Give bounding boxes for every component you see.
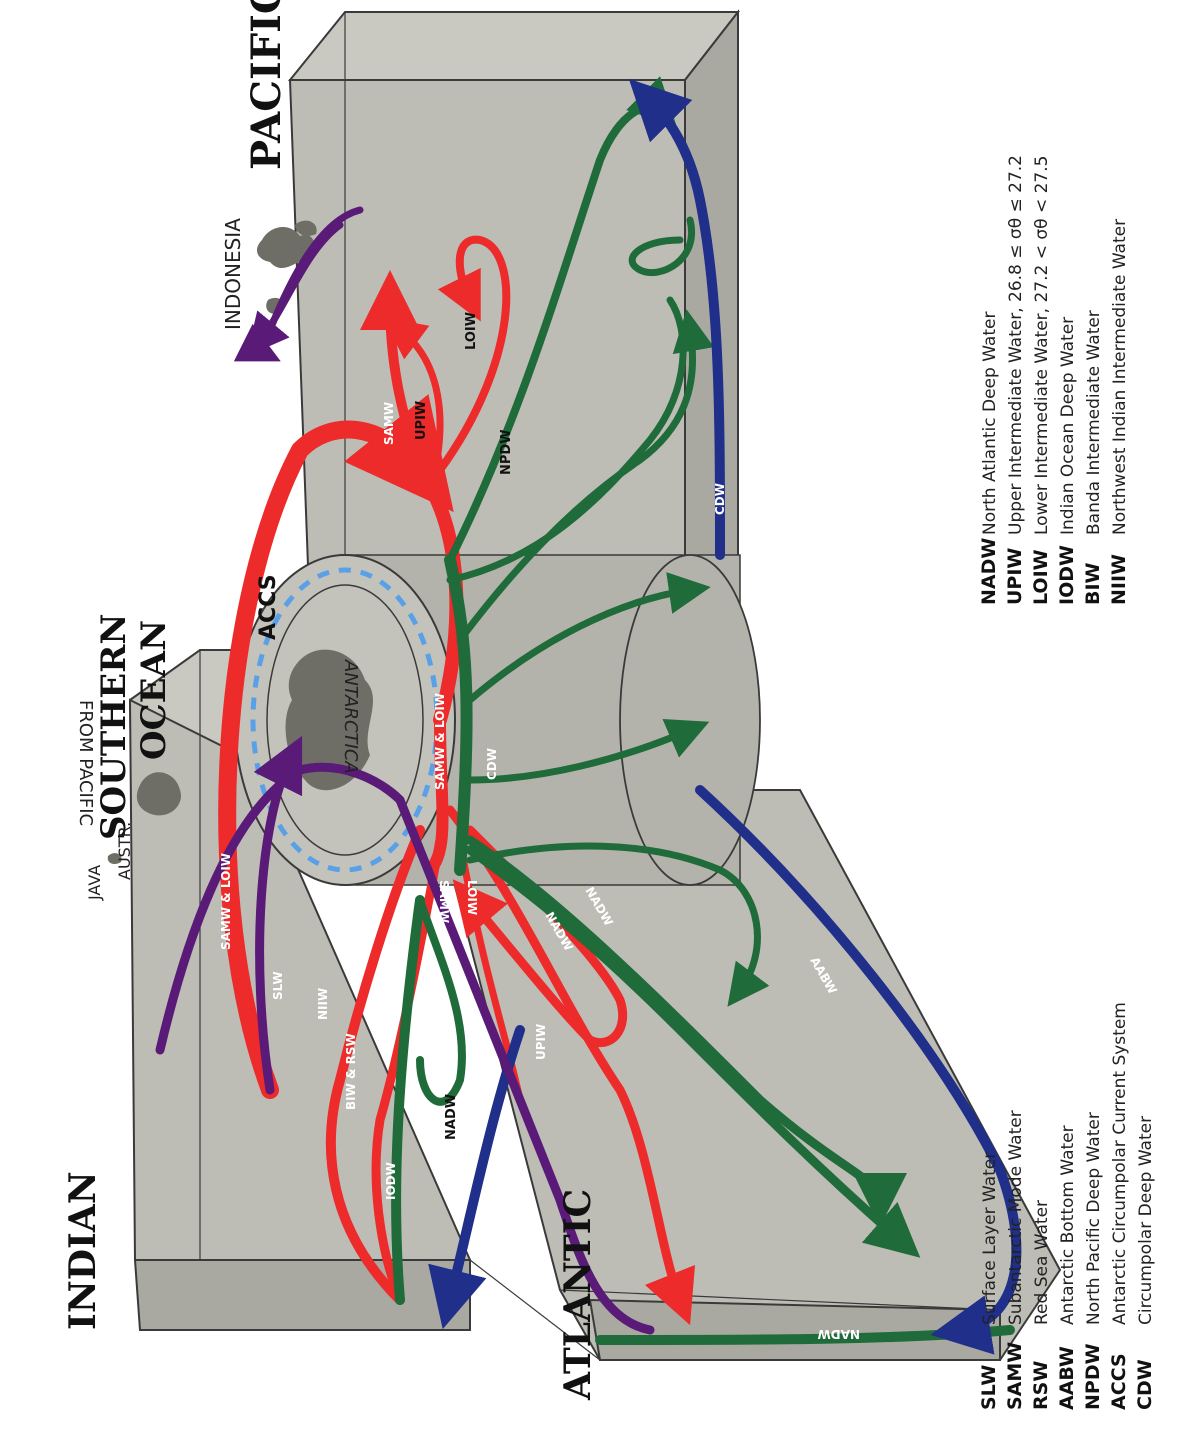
legend-desc: Red Sea Water: [1032, 1200, 1052, 1325]
biw-rsw-label: BIW & RSW: [344, 1033, 358, 1110]
legend-abbr: SLW: [978, 1365, 1000, 1410]
samw-loiw-inner-label: SAMW & LOIW: [433, 693, 447, 790]
cdw-center-label: CDW: [485, 748, 499, 780]
cdw-pacific-label: CDW: [713, 483, 727, 515]
legend-abbr: IODW: [1056, 545, 1078, 605]
legend-abbr: BIW: [1082, 562, 1104, 605]
indian-label: INDIAN: [62, 1171, 104, 1330]
samw-loiw-outer-label: SAMW & LOIW: [219, 853, 233, 950]
loiw-indian-label: LOIW: [465, 880, 479, 915]
antarctica-label: ANTARCTICA: [340, 659, 361, 774]
legend-abbr: NADW: [978, 538, 1000, 605]
legend-desc: North Atlantic Deep Water: [980, 312, 1000, 535]
legend-abbr: ACCS: [1108, 1353, 1130, 1410]
legend-abbr: NPDW: [1082, 1343, 1104, 1410]
nadw-bottom-label: NADW: [817, 1327, 860, 1341]
legend-desc: Subantarctic Mode Water: [1006, 1110, 1026, 1325]
nadw-indian-label: NADW: [444, 1094, 459, 1140]
cdw-indian-label: CDW: [484, 1178, 498, 1210]
legend-abbr: LOIW: [1030, 549, 1052, 605]
legend-desc: Indian Ocean Deep Water: [1058, 317, 1078, 535]
indonesia-label: INDONESIA: [221, 218, 245, 330]
southern-ocean-label-line1: SOUTHERN: [94, 614, 134, 841]
npdw-label: NPDW: [499, 429, 514, 475]
austr-label: AUSTR.: [115, 822, 134, 880]
legend-desc: Antarctic Bottom Water: [1058, 1125, 1078, 1325]
legend-abbr: CDW: [1134, 1359, 1156, 1410]
legend-desc: North Pacific Deep Water: [1084, 1112, 1104, 1325]
legend-abbr: AABW: [1056, 1346, 1078, 1410]
slw-label: SLW: [271, 971, 285, 1000]
southern-ocean-label-line2: OCEAN: [134, 620, 174, 760]
upiw-indian-label: UPIW: [534, 1024, 548, 1060]
legend-abbr: UPIW: [1004, 548, 1026, 605]
legend-abbr: SAMW: [1004, 1342, 1026, 1410]
pacific-label: PACIFIC: [243, 0, 290, 170]
samw-indian-label: SAMW: [437, 880, 451, 923]
legend-desc: Banda Intermediate Water: [1084, 310, 1104, 535]
legend-desc: Circumpolar Deep Water: [1136, 1116, 1156, 1325]
legend-abbr: NIIW: [1108, 554, 1130, 605]
legend-right-group: NADW North Atlantic Deep Water UPIW Uppe…: [978, 155, 1130, 605]
upiw-pacific-label: UPIW: [414, 401, 429, 440]
legend-abbr: RSW: [1030, 1361, 1052, 1410]
accs-label: ACCS: [256, 574, 281, 640]
atlantic-label: ATLANTIC: [557, 1189, 599, 1401]
iodw-label: IODW: [384, 1162, 398, 1200]
pacific-basin-box: [290, 12, 738, 620]
samw-pacific-label: SAMW: [382, 402, 396, 445]
legend-desc: Northwest Indian Intermediate Water: [1110, 219, 1130, 535]
java-label: JAVA: [85, 865, 104, 901]
legend-desc: Lower Intermediate Water, 27.2 < σθ < 27…: [1032, 156, 1052, 535]
legend-desc: Surface Layer Water: [980, 1152, 1000, 1325]
legend-desc: Upper Intermediate Water, 26.8 ≤ σθ ≤ 27…: [1006, 155, 1026, 535]
from-pacific-label: FROM PACIFIC: [75, 700, 96, 826]
legend-desc: Antarctic Circumpolar Current System: [1110, 1002, 1130, 1325]
loiw-pacific-label: LOIW: [464, 312, 479, 350]
niiw-label: NIIW: [316, 988, 330, 1020]
